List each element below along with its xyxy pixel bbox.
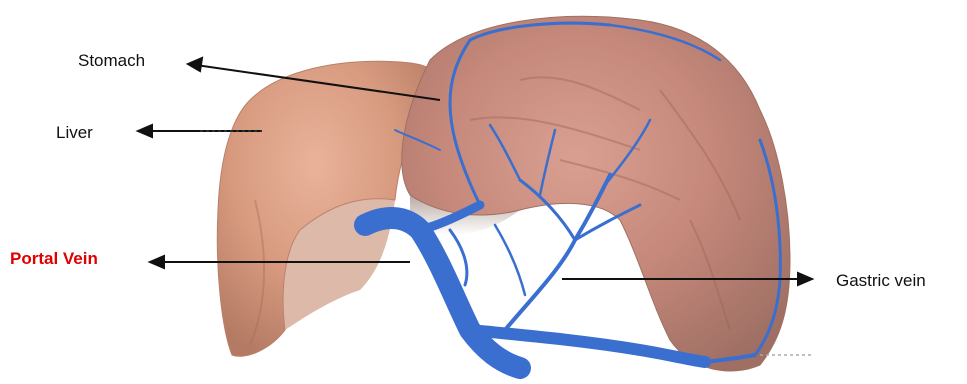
- liver-label: Liver: [56, 124, 93, 141]
- stomach-label: Stomach: [78, 52, 145, 69]
- portal-vein-label: Portal Vein: [10, 250, 98, 267]
- gastric-vein-label: Gastric vein: [836, 272, 926, 289]
